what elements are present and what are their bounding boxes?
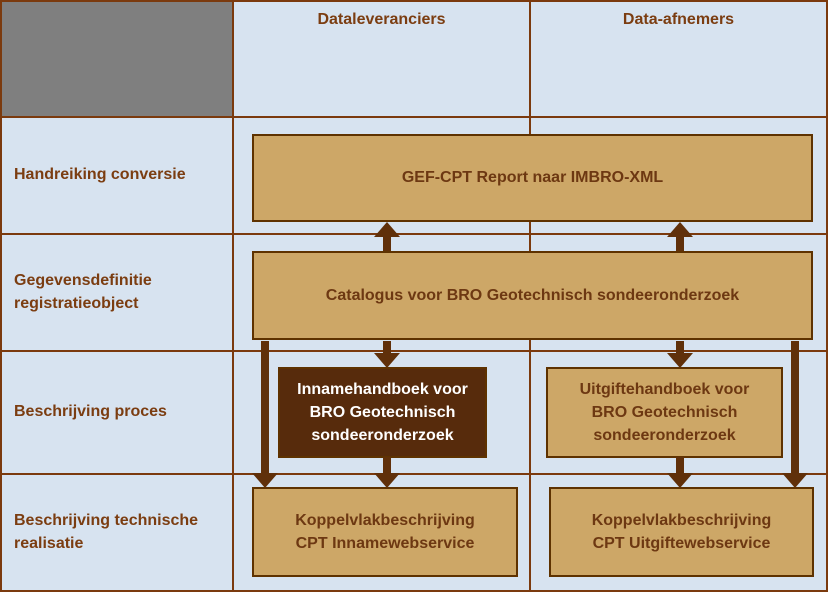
box-koppelvlak-uitgifte: Koppelvlakbeschrijving CPT Uitgiftewebse… xyxy=(549,487,814,577)
arrow-catalogus-to-gef-right xyxy=(667,222,693,251)
arrow-catalogus-to-gef-left xyxy=(374,222,400,251)
arrow-catalogus-to-innamehandboek xyxy=(374,341,400,368)
box-uitgiftehandboek: Uitgiftehandboek voor BRO Geotechnisch s… xyxy=(546,367,783,458)
arrow-up-icon xyxy=(667,222,693,237)
arrow-shaft xyxy=(383,341,391,355)
box-koppelvlak-inname: Koppelvlakbeschrijving CPT Innamewebserv… xyxy=(252,487,518,577)
box-catalogus-label: Catalogus voor BRO Geotechnisch sondeero… xyxy=(325,286,740,304)
column-header-dataleveranciers: Dataleveranciers xyxy=(234,2,529,116)
arrow-innamehandboek-to-koppelvlak-inname xyxy=(374,457,400,488)
row-label-beschrijving-technische-realisatie: Beschrijving technische realisatie xyxy=(2,475,232,590)
arrow-shaft xyxy=(791,341,799,475)
row-label-beschrijving-proces: Beschrijving proces xyxy=(2,352,232,473)
box-uitgiftehandboek-label: Uitgiftehandboek voor BRO Geotechnisch s… xyxy=(579,380,750,445)
arrow-down-icon xyxy=(374,473,400,488)
arrow-up-icon xyxy=(374,222,400,237)
arrow-down-icon xyxy=(667,473,693,488)
row-label-gegevensdefinitie: Gegevensdefinitie registratieobject xyxy=(2,235,232,350)
arrow-shaft xyxy=(676,341,684,355)
box-koppelvlak-uitgifte-label: Koppelvlakbeschrijving CPT Uitgiftewebse… xyxy=(591,511,772,552)
arrow-shaft xyxy=(383,235,391,251)
arrow-down-icon xyxy=(782,473,808,488)
box-koppelvlak-inname-label: Koppelvlakbeschrijving CPT Innamewebserv… xyxy=(295,511,475,552)
box-catalogus: Catalogus voor BRO Geotechnisch sondeero… xyxy=(252,251,813,340)
arrow-catalogus-to-koppelvlak-uitgifte xyxy=(782,341,808,488)
arrow-catalogus-to-uitgiftehandboek xyxy=(667,341,693,368)
arrow-shaft xyxy=(676,457,684,475)
arrow-shaft xyxy=(383,457,391,475)
box-gef-cpt-report-label: GEF-CPT Report naar IMBRO-XML xyxy=(401,169,664,187)
column-header-data-afnemers: Data-afnemers xyxy=(531,2,826,116)
arrow-uitgiftehandboek-to-koppelvlak-uitgifte xyxy=(667,457,693,488)
row-label-handreiking-conversie: Handreiking conversie xyxy=(2,118,232,233)
arrow-down-icon xyxy=(252,473,278,488)
arrow-catalogus-to-koppelvlak-inname xyxy=(252,341,278,488)
corner-cell xyxy=(2,2,232,116)
arrow-down-icon xyxy=(667,353,693,368)
box-innamehandboek-label: Innamehandboek voor BRO Geotechnisch son… xyxy=(297,380,468,445)
arrow-shaft xyxy=(261,341,269,475)
arrow-shaft xyxy=(676,235,684,251)
box-innamehandboek: Innamehandboek voor BRO Geotechnisch son… xyxy=(278,367,487,458)
arrow-down-icon xyxy=(374,353,400,368)
box-gef-cpt-report: GEF-CPT Report naar IMBRO-XML xyxy=(252,134,813,222)
